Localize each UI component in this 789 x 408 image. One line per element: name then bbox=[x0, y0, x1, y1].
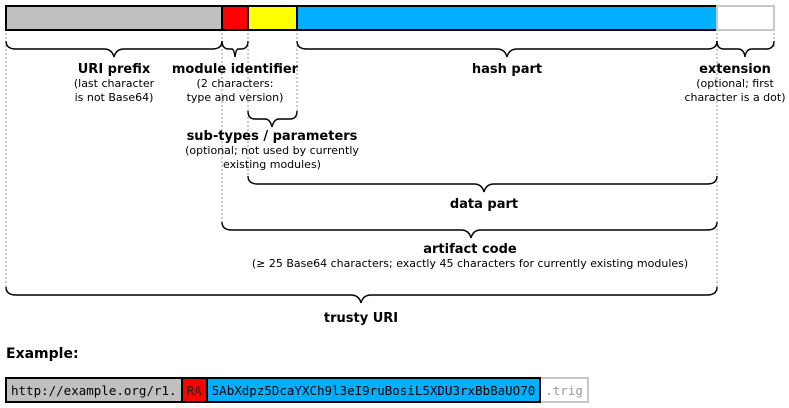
brace-module-identifier bbox=[221, 40, 249, 58]
trusty-uri-title: trusty URI bbox=[323, 311, 399, 326]
label-extension: extension (optional; first character is … bbox=[683, 63, 787, 105]
label-artifact-code: artifact code (≥ 25 Base64 characters; e… bbox=[230, 243, 710, 271]
brace-uri-prefix bbox=[5, 40, 223, 58]
bar-hash-part bbox=[296, 5, 718, 31]
hash-part-title: hash part bbox=[471, 62, 543, 77]
artifact-code-desc: (≥ 25 Base64 characters; exactly 45 char… bbox=[251, 257, 689, 270]
brace-artifact-code bbox=[221, 221, 718, 239]
brace-data-part bbox=[247, 175, 718, 193]
subtypes-desc: (optional; not used by currently existin… bbox=[185, 144, 359, 171]
brace-trusty-uri bbox=[5, 286, 718, 304]
extension-title: extension bbox=[699, 62, 771, 77]
label-data-part: data part bbox=[424, 198, 544, 212]
bar-uri-prefix bbox=[5, 5, 223, 31]
label-uri-prefix: URI prefix (last character is not Base64… bbox=[34, 63, 194, 105]
data-part-title: data part bbox=[449, 197, 519, 212]
braces bbox=[5, 40, 775, 304]
example-uri: http://example.org/r1. RA 5AbXdpz5DcaYXC… bbox=[5, 377, 589, 403]
label-trusty-uri: trusty URI bbox=[301, 312, 421, 326]
example-heading: Example: bbox=[6, 346, 79, 362]
label-subtypes: sub-types / parameters (optional; not us… bbox=[182, 130, 362, 172]
example-hash: 5AbXdpz5DcaYXCh9l3eI9ruBosiL5XDU3rxBbBaU… bbox=[205, 377, 542, 403]
subtypes-title: sub-types / parameters bbox=[186, 129, 358, 144]
module-identifier-title: module identifier bbox=[171, 62, 299, 77]
bar-extension bbox=[716, 5, 775, 31]
brace-extension bbox=[716, 40, 775, 58]
example-prefix: http://example.org/r1. bbox=[5, 377, 183, 403]
bar-subtypes bbox=[247, 5, 298, 31]
label-module-identifier: module identifier (2 characters: type an… bbox=[165, 63, 305, 105]
guide-lines bbox=[5, 33, 775, 292]
uri-prefix-title: URI prefix bbox=[77, 62, 151, 77]
bar-module-identifier bbox=[221, 5, 249, 31]
example-extension: .trig bbox=[541, 377, 589, 403]
brace-hash-part bbox=[296, 40, 718, 58]
uri-prefix-desc: (last character is not Base64) bbox=[73, 77, 155, 104]
artifact-code-title: artifact code bbox=[423, 242, 517, 257]
module-identifier-desc: (2 characters: type and version) bbox=[186, 77, 284, 104]
label-hash-part: hash part bbox=[447, 63, 567, 77]
example-module: RA bbox=[182, 377, 206, 403]
brace-subtypes bbox=[247, 110, 298, 128]
extension-desc: (optional; first character is a dot) bbox=[684, 77, 786, 104]
